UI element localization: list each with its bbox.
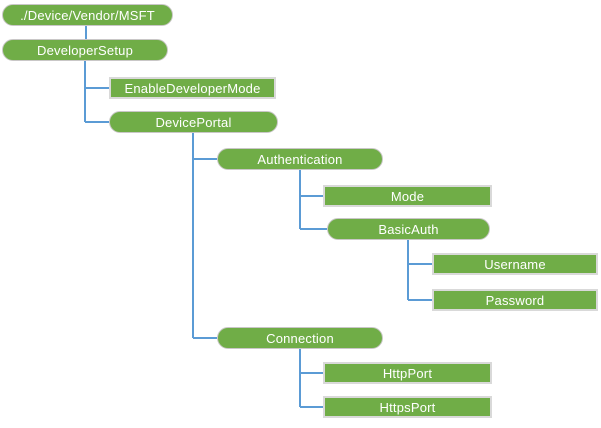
node-basic-auth: BasicAuth — [327, 218, 490, 240]
node-device-portal: DevicePortal — [109, 111, 278, 133]
node-connection: Connection — [217, 327, 383, 349]
node-enable-developer-mode: EnableDeveloperMode — [109, 77, 276, 99]
connector-basicauth-children — [407, 240, 432, 301]
node-password: Password — [432, 289, 598, 311]
node-http-port: HttpPort — [323, 362, 492, 384]
connector-developersetup-children — [84, 61, 109, 123]
node-username: Username — [432, 253, 598, 275]
connector-deviceportal-children — [192, 133, 217, 339]
node-authentication: Authentication — [217, 148, 383, 170]
connector-connection-children — [299, 349, 323, 408]
node-mode: Mode — [323, 185, 492, 207]
node-https-port: HttpsPort — [323, 396, 492, 418]
node-device-vendor-msft: ./Device/Vendor/MSFT — [2, 4, 173, 26]
connector-authentication-children — [299, 170, 327, 230]
node-developer-setup: DeveloperSetup — [2, 39, 168, 61]
